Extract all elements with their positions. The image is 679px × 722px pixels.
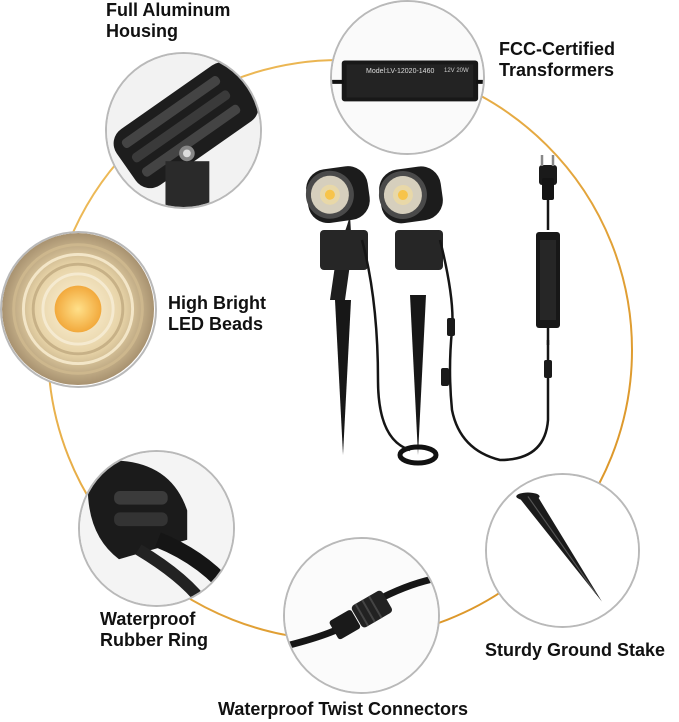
- label-transformer: FCC-Certified Transformers: [499, 39, 615, 81]
- label-transformer-line2: Transformers: [499, 60, 615, 80]
- label-led-beads-line1: High Bright: [168, 293, 266, 313]
- label-led-beads: High Bright LED Beads: [168, 293, 266, 335]
- transformer-rating-text: 12V 20W: [444, 68, 469, 74]
- aluminum-housing-icon: [107, 54, 260, 207]
- label-rubber-ring-line1: Waterproof: [100, 609, 196, 629]
- spotlight-left-icon: [305, 166, 370, 455]
- callout-twist-connectors: [283, 537, 440, 694]
- label-aluminum-housing-line2: Housing: [106, 21, 178, 41]
- callout-led-beads: [0, 231, 157, 388]
- spotlight-right-icon: [378, 166, 443, 466]
- callout-rubber-ring: [78, 450, 235, 607]
- label-led-beads-line2: LED Beads: [168, 314, 264, 334]
- label-aluminum-housing: Full Aluminum Housing: [106, 0, 230, 42]
- ground-stake-icon: [487, 475, 638, 626]
- label-twist-connectors: Waterproof Twist Connectors: [218, 699, 469, 719]
- label-aluminum-housing-line1: Full Aluminum: [106, 0, 231, 20]
- label-rubber-ring: Waterproof Rubber Ring: [100, 609, 208, 651]
- twist-connector-icon: [285, 539, 438, 692]
- led-bead-icon: [2, 233, 155, 386]
- transformer-model-text: Model:LV-12020-1460: [366, 68, 435, 75]
- callout-aluminum-housing: [105, 52, 262, 209]
- rubber-ring-icon: [80, 452, 233, 605]
- transformer-icon: [332, 2, 483, 153]
- label-ground-stake: Sturdy Ground Stake: [485, 640, 666, 660]
- label-transformer-line1: FCC-Certified: [499, 39, 615, 59]
- callout-ground-stake: [485, 473, 640, 628]
- label-rubber-ring-line2: Rubber Ring: [100, 630, 208, 650]
- callout-transformer: Model:LV-12020-1460 12V 20W: [330, 0, 485, 155]
